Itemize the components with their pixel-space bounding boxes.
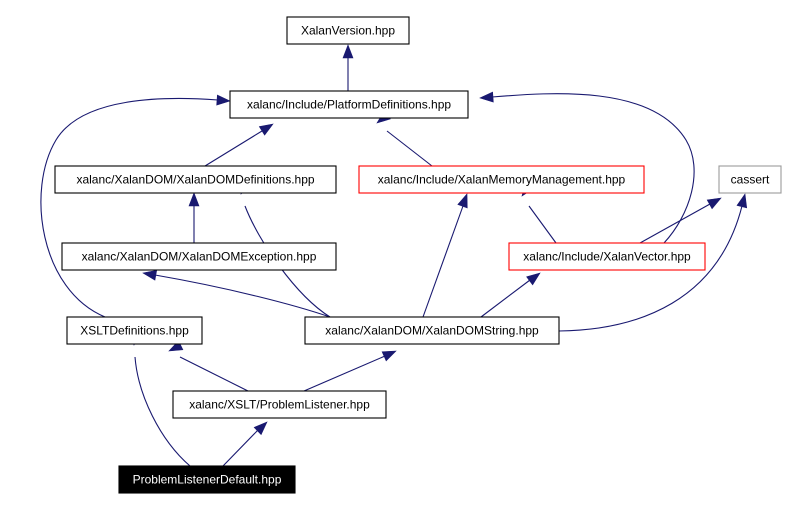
graph-edge (222, 429, 259, 467)
edge-arrowhead (253, 421, 268, 436)
graph-node-xalandomdefinitions[interactable]: xalanc/XalanDOM/XalanDOMDefinitions.hpp (54, 165, 337, 194)
graph-edge (40, 97, 219, 318)
graph-edges (40, 44, 748, 467)
node-label: XSLTDefinitions.hpp (80, 324, 189, 338)
graph-nodes: XalanVersion.hpp xalanc/Include/PlatformD… (54, 16, 782, 494)
edge-arrowhead (142, 269, 158, 281)
graph-edge (422, 205, 464, 318)
node-label: XalanVersion.hpp (301, 24, 395, 38)
edge-arrowhead (736, 193, 748, 209)
node-label: ProblemListenerDefault.hpp (133, 473, 282, 487)
graph-node-problemlistener[interactable]: xalanc/XSLT/ProblemListener.hpp (172, 390, 387, 419)
graph-edge (386, 130, 433, 167)
graph-edge (303, 355, 386, 392)
node-label: xalanc/Include/XalanVector.hpp (523, 250, 691, 264)
edge-arrowhead (216, 94, 231, 106)
node-box[interactable] (358, 165, 645, 194)
graph-node-xalanmemorymanagement[interactable]: xalanc/Include/XalanMemoryManagement.hpp (358, 165, 645, 194)
graph-edge (179, 356, 249, 392)
node-label: xalanc/XSLT/ProblemListener.hpp (189, 398, 370, 412)
graph-edge (558, 205, 743, 332)
node-label: xalanc/XalanDOM/XalanDOMDefinitions.hpp (76, 173, 314, 187)
edge-arrowhead (457, 193, 468, 209)
graph-node-xalandomstring[interactable]: xalanc/XalanDOM/XalanDOMString.hpp (304, 316, 560, 345)
node-box[interactable] (61, 242, 337, 271)
graph-node-xalanvector[interactable]: xalanc/Include/XalanVector.hpp (508, 242, 706, 271)
node-box[interactable] (118, 465, 296, 494)
node-box[interactable] (54, 165, 337, 194)
node-box[interactable] (304, 316, 560, 345)
edge-arrowhead (526, 272, 541, 286)
graph-node-xalandomexception[interactable]: xalanc/XalanDOM/XalanDOMException.hpp (61, 242, 337, 271)
node-box[interactable] (66, 316, 203, 345)
graph-edge (134, 356, 191, 467)
graph-edge (639, 203, 711, 244)
edge-arrowhead (381, 350, 397, 362)
edge-arrowhead (342, 44, 354, 59)
graph-edge (480, 279, 531, 318)
node-box[interactable] (286, 16, 410, 45)
graph-node-cassert[interactable]: cassert (718, 165, 782, 194)
node-box[interactable] (508, 242, 706, 271)
node-label: cassert (731, 173, 770, 187)
graph-node-xalanversion[interactable]: XalanVersion.hpp (286, 16, 410, 45)
node-label: xalanc/Include/PlatformDefinitions.hpp (247, 98, 451, 112)
node-box[interactable] (718, 165, 782, 194)
graph-edge (204, 130, 263, 167)
graph-node-platformdefinitions[interactable]: xalanc/Include/PlatformDefinitions.hpp (229, 90, 469, 119)
graph-node-xsltdefinitions[interactable]: XSLTDefinitions.hpp (66, 316, 203, 345)
edge-arrowhead (479, 91, 494, 103)
graph-edge (528, 205, 557, 244)
node-box[interactable] (172, 390, 387, 419)
node-label: xalanc/XalanDOM/XalanDOMException.hpp (82, 250, 317, 264)
graph-node-problemlistenerdefault[interactable]: ProblemListenerDefault.hpp (118, 465, 296, 494)
graph-edge (491, 93, 695, 244)
node-label: xalanc/Include/XalanMemoryManagement.hpp (378, 173, 626, 187)
node-box[interactable] (229, 90, 469, 119)
edge-arrowhead (188, 192, 200, 207)
node-label: xalanc/XalanDOM/XalanDOMString.hpp (325, 324, 539, 338)
graph-edge (154, 274, 331, 318)
edge-arrowhead (706, 197, 722, 210)
edge-arrowhead (258, 123, 274, 136)
